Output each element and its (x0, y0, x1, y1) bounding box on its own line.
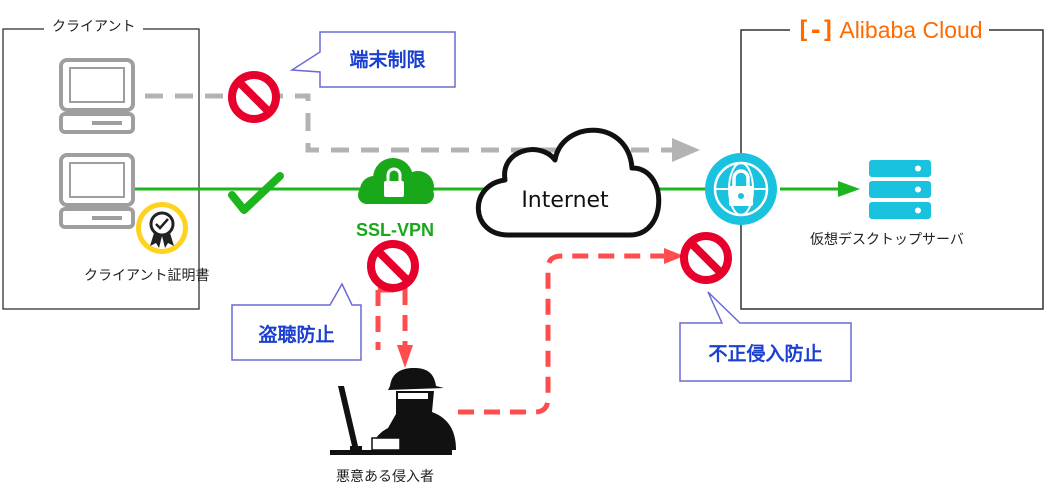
globe-lock-icon (705, 153, 777, 225)
brand-logo-icon: [-] (796, 16, 835, 44)
attacker-label: 悪意ある侵入者 (336, 469, 434, 485)
vpn-label: SSL-VPN (355, 220, 434, 240)
callout-eavesdrop-prevention: 盗聴防止 (258, 324, 335, 346)
callout-intrusion-prevention: 不正侵入防止 (708, 343, 823, 365)
server-label: 仮想デスクトップサーバ (810, 232, 964, 248)
allowed-path-arrow (838, 181, 860, 197)
cert-label: クライアント証明書 (84, 268, 210, 284)
internet-label: Internet (521, 188, 609, 213)
check-icon (228, 172, 284, 214)
server-icon (869, 160, 931, 219)
eavesdrop-path (375, 287, 408, 350)
no-entry-icon (228, 71, 280, 123)
laptop-icon (59, 153, 135, 229)
brand-logo: [-] Alibaba Cloud (790, 16, 989, 44)
no-entry-icon (680, 232, 732, 284)
intrusion-arrow (664, 248, 684, 264)
callout-eavesdrop-box (231, 282, 362, 361)
hacker-icon (330, 368, 456, 455)
eavesdrop-arrow (397, 345, 413, 368)
certificate-badge-icon (136, 202, 188, 254)
callout-device-restriction-box (289, 31, 456, 88)
intrusion-path (458, 253, 664, 415)
laptop-icon (59, 58, 135, 134)
blocked-path-arrow (672, 138, 700, 162)
no-entry-icon (367, 240, 419, 292)
callout-intrusion-box (679, 291, 852, 382)
callout-device-restriction: 端末制限 (349, 49, 426, 71)
blocked-path (145, 93, 672, 153)
cloud-icon (475, 127, 662, 238)
client-group-label: クライアント (44, 16, 144, 36)
cloud-lock-icon (358, 158, 434, 204)
brand-name: Alibaba Cloud (839, 16, 983, 43)
